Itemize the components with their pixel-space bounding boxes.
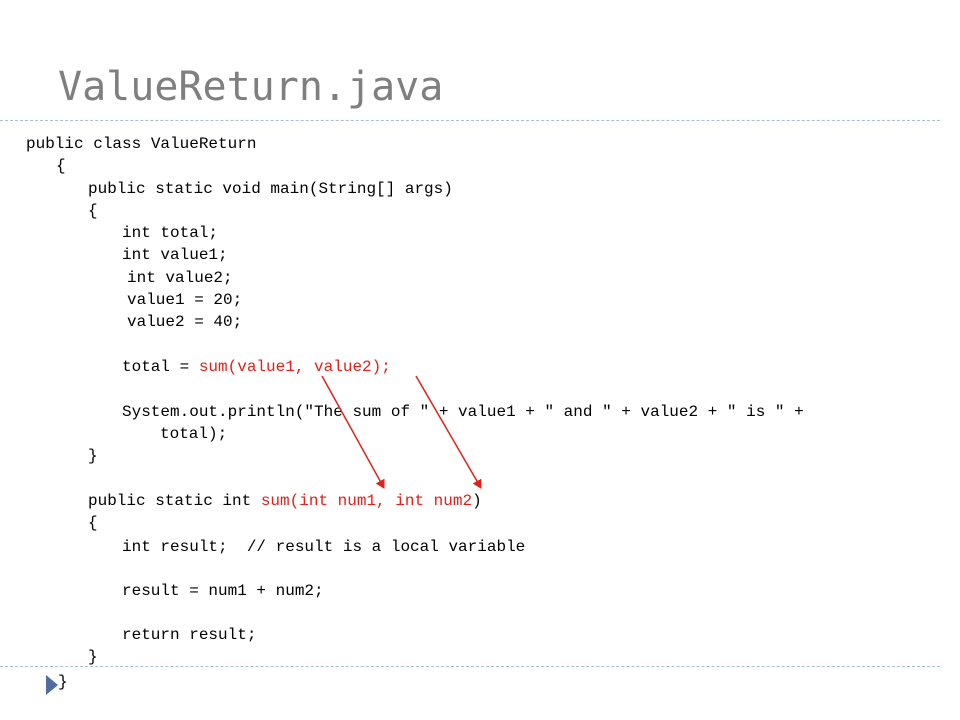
code-line: } xyxy=(58,673,68,691)
code-line: public class ValueReturn xyxy=(26,135,257,153)
bullet-arrow-icon xyxy=(46,675,58,695)
code-text: total = xyxy=(122,358,199,376)
code-line: } xyxy=(88,648,98,666)
arrow-value1-to-num1 xyxy=(321,375,385,489)
code-line: int value1; xyxy=(122,246,228,264)
code-line: { xyxy=(88,514,98,532)
code-text: ) xyxy=(472,492,482,510)
code-text: public static int xyxy=(88,492,261,510)
code-line: public static void main(String[] args) xyxy=(88,180,453,198)
signature-highlight: sum(int num1, int num2 xyxy=(260,492,473,510)
code-line: System.out.println("The sum of " + value… xyxy=(122,403,804,421)
code-line: total); xyxy=(160,425,228,443)
bottom-divider xyxy=(0,666,940,667)
code-line: { xyxy=(56,157,66,175)
code-line: int total; xyxy=(122,224,219,242)
code-line: int result; // result is a local variabl… xyxy=(122,538,526,556)
code-line: return result; xyxy=(122,626,257,644)
call-highlight: sum(value1, value2); xyxy=(198,358,391,376)
slide-title: ValueReturn.java xyxy=(58,64,444,110)
code-line: public static int sum(int num1, int num2… xyxy=(88,492,482,510)
code-line: value2 = 40; xyxy=(127,313,243,331)
arrow-value2-to-num2 xyxy=(415,375,482,489)
code-line: total = sum(value1, value2); xyxy=(122,358,391,376)
top-divider xyxy=(0,120,940,121)
code-line: value1 = 20; xyxy=(127,291,243,309)
code-line: { xyxy=(88,202,98,220)
code-line: } xyxy=(88,447,98,465)
code-line: result = num1 + num2; xyxy=(122,582,324,600)
code-line: int value2; xyxy=(127,269,233,287)
